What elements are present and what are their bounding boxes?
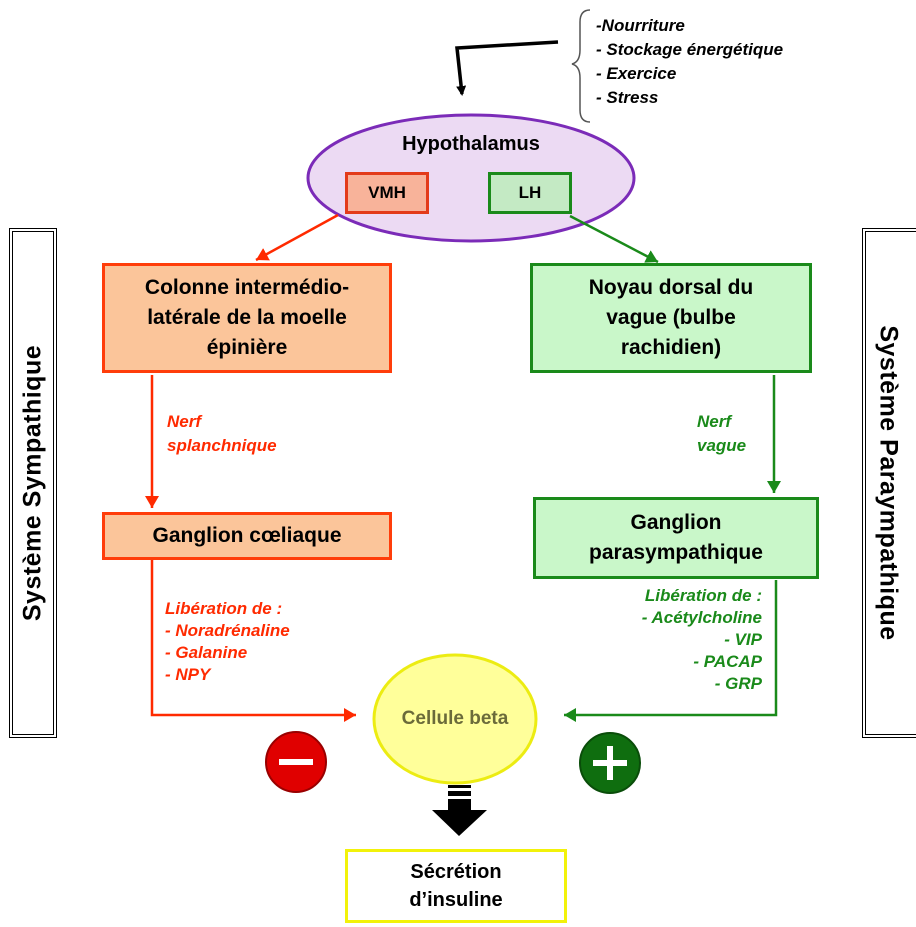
sympathetic-frame bbox=[9, 228, 57, 738]
sympathetic-label: Système Sympathique bbox=[18, 344, 47, 622]
secretion-line: d’insuline bbox=[409, 889, 503, 911]
splanchnic-nerve-label: Nerf splanchnique bbox=[167, 410, 277, 458]
factor-item: - Stockage énergétique bbox=[596, 40, 784, 59]
liberation-line: - Noradrénaline bbox=[165, 621, 290, 640]
nerve-line: Nerf bbox=[167, 412, 202, 431]
nerve-line: splanchnique bbox=[167, 436, 277, 455]
parasympathetic-ganglion-box: Ganglion parasympathique bbox=[533, 497, 819, 579]
celiac-ganglion-box: Ganglion cœliaque bbox=[102, 512, 392, 560]
dorsal-vagal-nucleus-box: Noyau dorsal du vague (bulbe rachidien) bbox=[530, 263, 812, 373]
nucleus-line: Noyau dorsal du bbox=[588, 276, 754, 299]
ganglion-line: Ganglion bbox=[630, 511, 722, 534]
column-line: latérale de la moelle bbox=[147, 306, 347, 329]
liberation-line: Libération de : bbox=[644, 586, 762, 605]
nucleus-line: vague (bulbe bbox=[606, 306, 736, 329]
parasympathetic-liberation-list: Libération de : - Acétylcholine - VIP - … bbox=[560, 585, 762, 695]
acetylcholine-arrow bbox=[564, 580, 778, 722]
input-arrow bbox=[455, 40, 559, 96]
vagus-nerve-label: Nerf vague bbox=[697, 410, 746, 458]
liberation-line: - PACAP bbox=[693, 652, 762, 671]
insulin-secretion-box: Sécrétion d’insuline bbox=[345, 849, 567, 923]
ganglion-line: parasympathique bbox=[589, 541, 763, 564]
liberation-line: - Galanine bbox=[165, 643, 248, 662]
minus-sign bbox=[265, 731, 327, 793]
vmh-box: VMH bbox=[345, 172, 429, 214]
nucleus-line: rachidien) bbox=[620, 336, 722, 359]
vmh-arrow bbox=[255, 213, 339, 262]
factor-item: - Stress bbox=[596, 88, 659, 107]
plus-sign bbox=[579, 732, 641, 794]
column-line: Colonne intermédio- bbox=[144, 276, 350, 299]
nerve-line: vague bbox=[697, 436, 747, 455]
secretion-line: Sécrétion bbox=[410, 861, 502, 883]
lh-arrow bbox=[569, 214, 659, 264]
secretion-arrow bbox=[432, 785, 487, 836]
factors-list: -Nourriture - Stockage énergétique - Exe… bbox=[596, 14, 783, 110]
factor-item: -Nourriture bbox=[596, 16, 685, 35]
liberation-line: - NPY bbox=[165, 665, 211, 684]
beta-cell-ellipse bbox=[372, 653, 538, 785]
noradrenaline-arrow bbox=[150, 560, 356, 722]
lh-box: LH bbox=[488, 172, 572, 214]
intermediolateral-column-box: Colonne intermédio- latérale de la moell… bbox=[102, 263, 392, 373]
nerve-line: Nerf bbox=[697, 412, 732, 431]
liberation-line: - Acétylcholine bbox=[641, 608, 762, 627]
liberation-line: - VIP bbox=[724, 630, 762, 649]
factor-item: - Exercice bbox=[596, 64, 677, 83]
beta-cell-label: Cellule beta bbox=[401, 708, 509, 729]
parasympathetic-label: Système Paraympathique bbox=[874, 325, 903, 641]
liberation-line: Libération de : bbox=[165, 599, 283, 618]
parasympathetic-frame bbox=[862, 228, 916, 738]
liberation-line: - GRP bbox=[714, 674, 762, 693]
hypothalamus-title: Hypothalamus bbox=[402, 133, 540, 155]
sympathetic-liberation-list: Libération de : - Noradrénaline - Galani… bbox=[165, 598, 290, 686]
column-line: épinière bbox=[206, 336, 288, 359]
factors-brace bbox=[571, 9, 591, 123]
